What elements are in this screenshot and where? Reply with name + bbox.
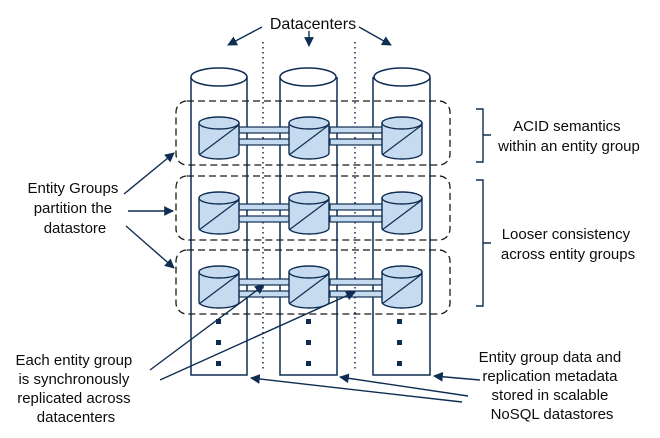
storage-arrow-3 [433,371,481,382]
entity-group-box-1 [175,100,451,166]
replica-cylinder-3-1 [198,265,240,309]
looser-consistency-label: Looser consistency across entity groups [501,226,635,263]
replicated-label: Each entity group is synchronously repli… [16,352,137,426]
replicated-arrow-1 [149,284,265,371]
replica-cylinder-2-2 [288,191,330,235]
replica-cylinder-2-1 [198,191,240,235]
replica-cylinder-3-3 [381,265,423,309]
datacenters-arrow-right [358,26,392,46]
brace-looser [476,179,491,307]
entity-groups-label: Entity Groups partition the datastore [27,180,122,237]
replica-cylinder-3-2 [288,265,330,309]
replicated-arrow-2 [159,291,356,381]
acid-label: ACID semantics within an entity group [497,118,640,155]
storage-label: Entity group data and replication metada… [479,349,626,423]
replica-cylinder-1-2 [288,116,330,160]
brace-acid [476,108,491,163]
replica-cylinder-1-1 [198,116,240,160]
entity-group-box-2 [175,175,451,241]
entity-groups-arrow-top [123,152,175,195]
diagram-title: Datacenters [270,16,356,33]
replica-cylinders [198,116,423,309]
replica-cylinder-1-3 [381,116,423,160]
replica-cylinder-2-3 [381,191,423,235]
more-groups-dots [216,319,402,366]
datacenters-arrow-left [227,26,263,46]
entity-group-box-3 [175,249,451,315]
entity-groups-arrow-bottom [125,225,175,269]
storage-arrow-1 [250,374,463,403]
storage-arrow-2 [339,373,469,397]
